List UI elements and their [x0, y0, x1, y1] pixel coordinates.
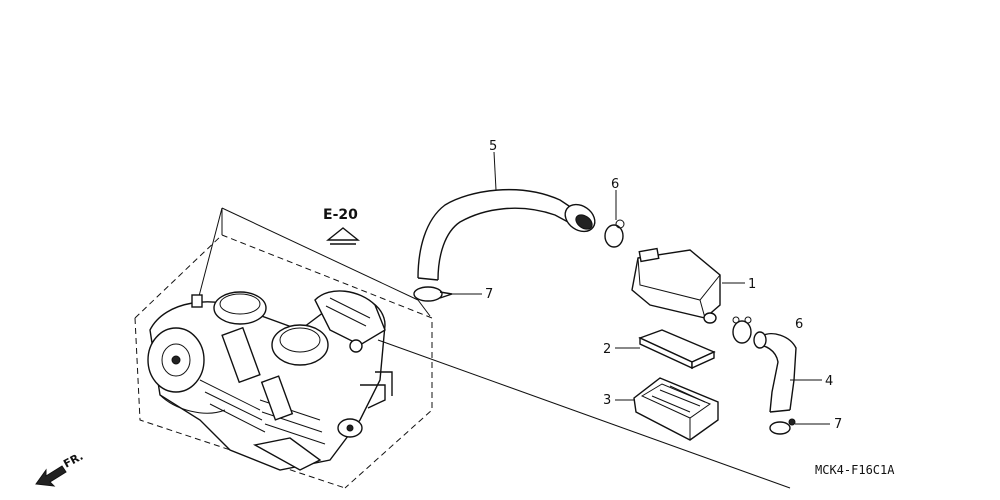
part-4-elbow-hose: 4 [753, 331, 833, 413]
callout-2: 2 [603, 342, 611, 357]
callout-4: 4 [825, 374, 833, 389]
callout-6-right: 6 [795, 317, 803, 332]
reference-label: E-20 [323, 207, 358, 223]
callout-7-bottom: 7 [834, 417, 842, 432]
part-6-clamp-right: 6 [732, 316, 803, 344]
direction-label: FR. [61, 450, 85, 471]
part-7-clamp-top: 7 [413, 286, 493, 302]
callout-1: 1 [748, 277, 756, 292]
callout-6-top: 6 [611, 177, 619, 192]
engine-assembly [134, 207, 433, 489]
reference-e20: E-20 [323, 207, 360, 245]
part-3-case: 3 [603, 377, 719, 441]
callout-5: 5 [489, 139, 497, 154]
part-6-clamp-top: 6 [604, 177, 625, 248]
part-1-case-cover: 1 [631, 247, 756, 324]
part-2-filter-element: 2 [603, 329, 716, 370]
part-7-clamp-bottom: 7 [769, 417, 842, 435]
front-arrow-icon [35, 465, 67, 487]
direction-indicator: FR. [35, 450, 85, 487]
callout-3: 3 [603, 393, 611, 408]
diagram-code: MCK4-F16C1A [815, 463, 895, 477]
part-5-breather-hose: 5 [417, 139, 596, 281]
callout-7-top: 7 [485, 287, 493, 302]
reference-arrow-icon [326, 227, 360, 241]
